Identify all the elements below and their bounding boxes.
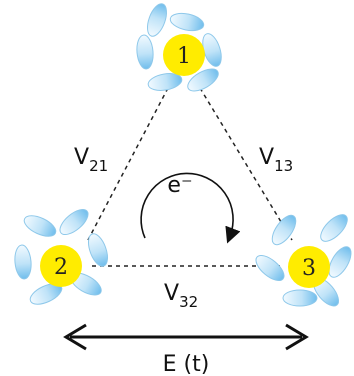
coupling-label-v21: V21 bbox=[74, 145, 108, 175]
coupling-line-1-3 bbox=[199, 87, 293, 241]
site-1-petals bbox=[136, 3, 222, 92]
petal bbox=[87, 233, 109, 267]
site-2-circle bbox=[40, 245, 82, 287]
coupling-label-v13: V13 bbox=[259, 145, 293, 175]
petal bbox=[282, 289, 318, 307]
petal bbox=[328, 246, 352, 278]
coupling-lines bbox=[87, 87, 293, 267]
coupling-label-v32: V32 bbox=[164, 281, 198, 311]
site-3-label: 3 bbox=[302, 256, 316, 281]
site-1: 1 bbox=[136, 3, 222, 92]
electron-label: e⁻ bbox=[167, 173, 192, 198]
site-3: 3 bbox=[255, 214, 352, 307]
site-2-label: 2 bbox=[54, 255, 68, 280]
field-arrow-icon bbox=[63, 323, 309, 351]
petal bbox=[187, 68, 219, 92]
field-label: E (t) bbox=[163, 352, 210, 376]
petal bbox=[14, 244, 32, 280]
site-2-petals bbox=[14, 208, 109, 305]
site-3-petals bbox=[255, 214, 352, 307]
site-1-circle bbox=[163, 34, 205, 76]
petal bbox=[146, 3, 168, 37]
site-2: 2 bbox=[14, 208, 109, 305]
petal bbox=[59, 208, 89, 236]
site-3-circle bbox=[288, 246, 330, 288]
petal bbox=[271, 214, 297, 246]
circulation-arrow-icon bbox=[140, 172, 241, 244]
petal bbox=[255, 254, 285, 282]
petal bbox=[147, 73, 183, 91]
petal bbox=[136, 34, 154, 70]
petal bbox=[169, 12, 205, 32]
petal bbox=[320, 214, 348, 242]
site-1-label: 1 bbox=[177, 44, 191, 69]
petal bbox=[23, 215, 57, 237]
